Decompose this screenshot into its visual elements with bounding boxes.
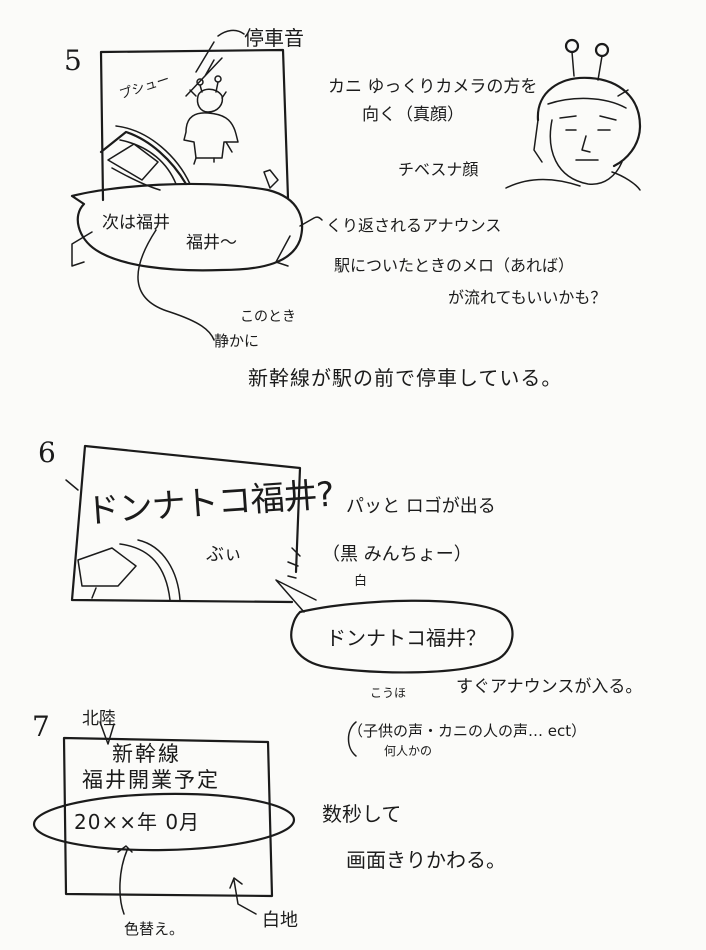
panel-5-drawing [70, 29, 642, 341]
note-pose: チベスナ顔 [398, 160, 479, 179]
note-logo-colors: （黒 みんちょー） [322, 544, 472, 565]
note-melody-line1: 駅についたときのメロ（あれば） [334, 256, 575, 275]
pointer-irokae [117, 845, 133, 915]
note-white: 白 [354, 574, 368, 589]
hokuriku-caret [99, 721, 115, 745]
panel-6-number: 6 [38, 436, 56, 469]
speed-lines [185, 41, 223, 97]
bubble-tail-left [71, 231, 93, 267]
corner-mark [65, 479, 79, 491]
note-shinkansen-stopped: 新幹線が駅の前で停車している。 [248, 366, 563, 390]
panel-7-number: 7 [32, 710, 50, 743]
note-kani-turns-line2: 向く（真顔） [362, 105, 464, 125]
note-white-background: 白地 [262, 910, 298, 931]
shinkansen-train [99, 125, 279, 191]
note-kono-toki: このとき [240, 309, 296, 325]
panel-7-drawing [32, 721, 296, 915]
shinkansen-train-panel6 [77, 539, 181, 601]
screen-date: 20××年 0月 [74, 810, 201, 834]
note-kouho: こうほ [370, 686, 407, 700]
sound-effect-text: ぶぃ [206, 544, 242, 565]
screen-text-line1: 新幹線 [112, 742, 181, 766]
speech-bubble-logo-text: ドンナトコ福井？ [326, 626, 486, 650]
pointer-teishaon [217, 29, 245, 37]
note-shizuka-ni: 静かに [214, 332, 260, 350]
pointer-shizuka [137, 229, 215, 341]
label-teishaon: 停車音 [244, 26, 304, 50]
label-hokuriku: 北陸 [82, 709, 116, 729]
bubble-text-line1: 次は福井 [102, 213, 170, 233]
panel-5-frame [99, 48, 290, 202]
note-color-swap: 色替え。 [124, 920, 185, 938]
panel-6-frame [70, 444, 302, 604]
note-logo-appears: パッと ロゴが出る [346, 496, 496, 517]
screen-text-line2: 福井開業予定 [82, 768, 220, 792]
pointer-kurikaesareru [299, 216, 323, 227]
sound-marks [287, 547, 301, 579]
note-seconds-later: 数秒して [322, 802, 402, 826]
panel-5-number: 5 [64, 44, 82, 77]
crab-character-portrait [505, 38, 642, 191]
note-nanninka: 何人かの [384, 744, 433, 758]
note-kani-turns-line1: カニ ゆっくりカメラの方を [328, 77, 538, 97]
logo-bubble-tail [275, 579, 317, 613]
pointer-shiroji [229, 877, 257, 915]
bubble-tail-right [275, 235, 291, 267]
date-highlight-ellipse [32, 792, 296, 852]
announcement-bubble [70, 182, 304, 272]
note-repeated-announcement: くり返されるアナウンス [326, 216, 502, 235]
note-screen-switch: 画面きりかわる。 [346, 848, 506, 872]
note-announce-line: すぐアナウンスが入る。 [456, 677, 643, 697]
bubble-text-line2: 福井〜 [186, 233, 237, 253]
crab-character-small [183, 75, 239, 165]
panel-6-drawing [65, 444, 514, 757]
note-melody-line2: が流れてもいいかも？ [448, 288, 607, 307]
note-voices-line: （子供の声・カニの人の声… ect） [348, 722, 587, 740]
bracket-voices [347, 721, 357, 757]
logo-speech-bubble [290, 599, 514, 674]
